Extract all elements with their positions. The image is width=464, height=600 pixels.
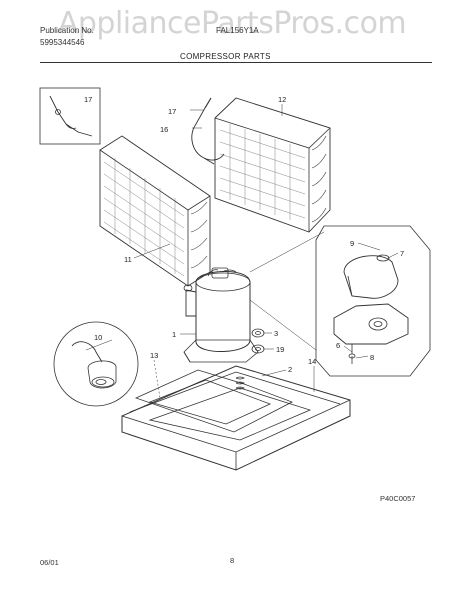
callout-3: 3 bbox=[274, 329, 278, 338]
callout-11: 11 bbox=[124, 255, 132, 264]
callout-14: 14 bbox=[308, 357, 316, 366]
callout-10: 10 bbox=[94, 333, 102, 342]
callout-13: 13 bbox=[150, 351, 158, 360]
leader-lines bbox=[85, 104, 399, 399]
callout-6: 6 bbox=[336, 341, 340, 350]
model-number: FAL156Y1A bbox=[216, 26, 259, 35]
callout-8: 8 bbox=[370, 353, 374, 362]
callout-16: 16 bbox=[160, 125, 168, 134]
page-number: 8 bbox=[230, 556, 235, 565]
condenser-coil-part-11 bbox=[99, 135, 211, 287]
compressor-part-1 bbox=[183, 267, 259, 363]
base-pan-part-14 bbox=[121, 365, 351, 471]
capillary-tube-part-16 bbox=[191, 97, 225, 165]
page-title: COMPRESSOR PARTS bbox=[180, 52, 271, 61]
header-rule bbox=[40, 62, 432, 63]
drain-pan-part-13 bbox=[134, 369, 293, 433]
callout-12: 12 bbox=[278, 95, 286, 104]
evaporator-coil-part-12 bbox=[214, 97, 331, 233]
grommet-part-3 bbox=[251, 328, 265, 338]
inset-circle-part-10 bbox=[53, 321, 139, 407]
callout-7: 7 bbox=[400, 249, 404, 258]
publication-number: 5995344546 bbox=[40, 38, 85, 47]
terminal-cover-inset bbox=[249, 225, 431, 377]
callout-17: 17 bbox=[168, 107, 176, 116]
diagram-code: P40C0057 bbox=[380, 494, 416, 503]
watermark: AppliancePartsPros.com bbox=[57, 6, 407, 41]
callout-19: 19 bbox=[276, 345, 284, 354]
callout-2: 2 bbox=[288, 365, 292, 374]
callout-1: 1 bbox=[172, 330, 176, 339]
inset-box-part-17 bbox=[39, 87, 101, 145]
callout-17-inset: 17 bbox=[84, 95, 92, 104]
callout-9: 9 bbox=[350, 239, 354, 248]
footer-date: 06/01 bbox=[40, 558, 59, 567]
publication-label: Publication No. bbox=[40, 26, 94, 35]
